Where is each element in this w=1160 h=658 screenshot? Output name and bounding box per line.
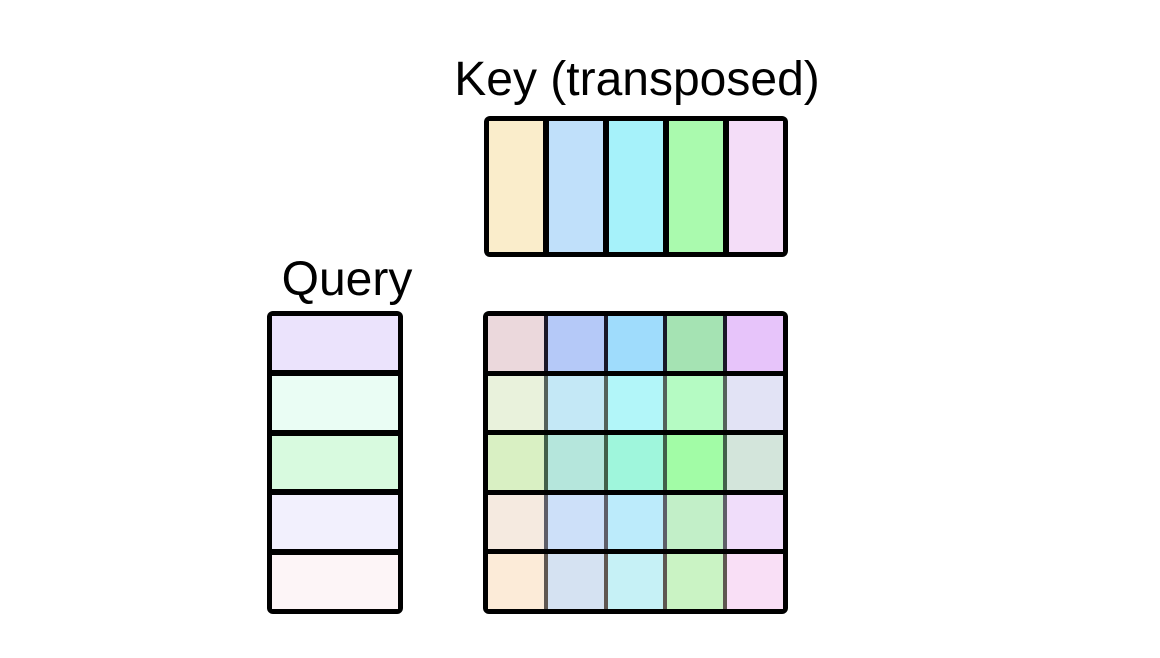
key-cell	[729, 121, 783, 252]
key-cell	[669, 121, 723, 252]
query-cell	[272, 316, 398, 370]
key-cell	[549, 121, 603, 252]
score-cell	[488, 435, 544, 490]
score-cell	[488, 375, 544, 431]
query-cell	[272, 375, 398, 430]
query-cell	[272, 555, 398, 609]
key-cell	[609, 121, 663, 252]
score-cell	[607, 435, 664, 490]
score-cell	[607, 554, 664, 609]
score-cell	[667, 435, 724, 490]
score-cell	[607, 494, 664, 550]
score-cell	[667, 316, 724, 371]
score-cell	[727, 316, 783, 371]
score-cell	[667, 554, 724, 609]
query-cell	[272, 435, 398, 490]
key-matrix-title: Key (transposed)	[454, 53, 820, 106]
score-row	[488, 375, 783, 431]
score-cell	[547, 316, 604, 371]
score-cell	[727, 435, 783, 490]
score-cell	[607, 316, 664, 371]
score-row	[488, 494, 783, 550]
key-cell	[489, 121, 543, 252]
score-cell	[727, 494, 783, 550]
query-matrix	[267, 311, 403, 614]
score-cell	[488, 316, 544, 371]
score-row	[488, 316, 783, 371]
score-cell	[667, 494, 724, 550]
score-cell	[547, 554, 604, 609]
score-cell	[547, 435, 604, 490]
score-cell	[667, 375, 724, 431]
attention-score-matrix	[483, 311, 788, 614]
score-cell	[727, 554, 783, 609]
score-cell	[727, 375, 783, 431]
score-cell	[488, 554, 544, 609]
score-cell	[547, 494, 604, 550]
query-cell	[272, 495, 398, 550]
key-matrix	[484, 116, 788, 257]
score-cell	[607, 375, 664, 431]
score-row	[488, 554, 783, 609]
score-row	[488, 435, 783, 490]
score-cell	[547, 375, 604, 431]
score-cell	[488, 494, 544, 550]
query-matrix-title: Query	[281, 253, 413, 306]
